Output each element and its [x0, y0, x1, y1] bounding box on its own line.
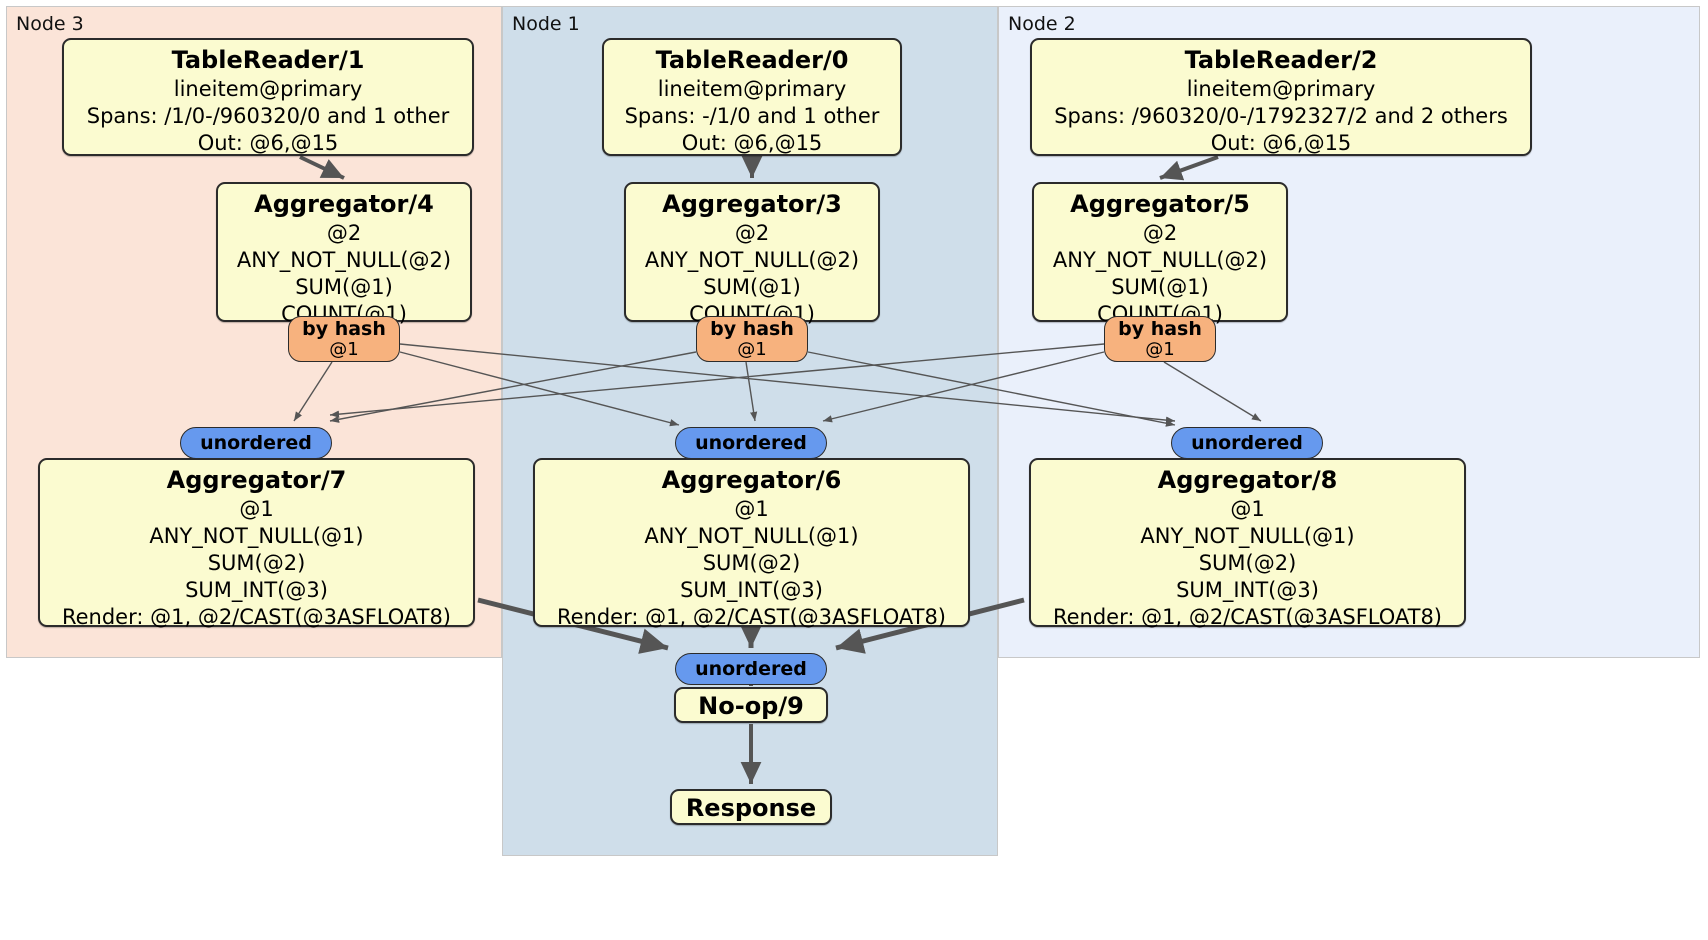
- processor-detail-line: SUM(@2): [702, 551, 801, 575]
- processor-detail-line: ANY_NOT_NULL(@1): [1140, 524, 1355, 548]
- processor-detail-line: ANY_NOT_NULL(@2): [644, 248, 860, 272]
- processor-detail-line: ANY_NOT_NULL(@2): [1052, 248, 1268, 272]
- processor-detail-line: lineitem@primary: [173, 77, 363, 101]
- node-label-node-3: Node 3: [16, 13, 84, 35]
- processor-detail-line: SUM(@1): [1111, 275, 1209, 299]
- badge-unord-right[interactable]: unordered: [1171, 427, 1323, 459]
- badge-sublabel: @1: [329, 339, 359, 360]
- badge-label: unordered: [1191, 432, 1303, 454]
- processor-box-response[interactable]: Response: [670, 789, 832, 825]
- processor-title: Aggregator/5: [1070, 190, 1250, 218]
- processor-detail-line: SUM_INT(@3): [680, 578, 823, 602]
- processor-detail-line: Render: @1, @2/CAST(@3ASFLOAT8): [61, 605, 452, 629]
- badge-label: by hash: [710, 318, 794, 340]
- processor-detail-line: Spans: -/1/0 and 1 other: [624, 104, 880, 128]
- processor-detail-line: Out: @6,@15: [197, 131, 339, 155]
- processor-detail-line: @2: [1142, 221, 1178, 245]
- processor-title: TableReader/0: [655, 46, 849, 74]
- processor-title: Response: [685, 794, 817, 822]
- processor-detail-line: SUM_INT(@3): [185, 578, 328, 602]
- processor-detail-line: SUM(@2): [207, 551, 306, 575]
- processor-detail-line: lineitem@primary: [1186, 77, 1376, 101]
- badge-label: by hash: [1118, 318, 1202, 340]
- processor-title: Aggregator/8: [1157, 466, 1338, 494]
- processor-detail-line: lineitem@primary: [657, 77, 847, 101]
- processor-title: Aggregator/6: [661, 466, 842, 494]
- badge-label: unordered: [200, 432, 312, 454]
- processor-detail-line: Out: @6,@15: [1210, 131, 1352, 155]
- node-label-node-1: Node 1: [512, 13, 580, 35]
- processor-title: Aggregator/4: [254, 190, 434, 218]
- processor-title: TableReader/2: [1184, 46, 1378, 74]
- badge-label: unordered: [695, 432, 807, 454]
- processor-detail-line: ANY_NOT_NULL(@1): [149, 524, 364, 548]
- processor-title: Aggregator/3: [662, 190, 842, 218]
- processor-detail-line: SUM_INT(@3): [1176, 578, 1319, 602]
- processor-detail-line: @1: [734, 497, 769, 521]
- badge-label: unordered: [695, 658, 807, 680]
- processor-detail-line: Out: @6,@15: [681, 131, 823, 155]
- badge-hash-left[interactable]: by hash@1: [288, 316, 400, 362]
- processor-detail-line: SUM(@1): [295, 275, 393, 299]
- processor-detail-line: @1: [1230, 497, 1265, 521]
- processor-detail-line: @2: [326, 221, 362, 245]
- processor-detail-line: Render: @1, @2/CAST(@3ASFLOAT8): [1052, 605, 1443, 629]
- processor-title: TableReader/1: [171, 46, 365, 74]
- badge-sublabel: @1: [737, 339, 767, 360]
- processor-detail-line: @2: [734, 221, 770, 245]
- processor-detail-line: Spans: /1/0-/960320/0 and 1 other: [86, 104, 450, 128]
- badge-sublabel: @1: [1145, 339, 1175, 360]
- node-label-node-2: Node 2: [1008, 13, 1076, 35]
- processor-detail-line: SUM(@2): [1198, 551, 1297, 575]
- processor-title: Aggregator/7: [166, 466, 347, 494]
- processor-detail-line: ANY_NOT_NULL(@2): [236, 248, 452, 272]
- badge-unord-mid[interactable]: unordered: [675, 427, 827, 459]
- processor-detail-line: Spans: /960320/0-/1792327/2 and 2 others: [1054, 104, 1508, 128]
- badge-unord-final[interactable]: unordered: [675, 653, 827, 685]
- processor-detail-line: SUM(@1): [703, 275, 801, 299]
- processor-box-noop9[interactable]: No-op/9: [674, 687, 828, 723]
- processor-detail-line: @1: [239, 497, 274, 521]
- badge-hash-right[interactable]: by hash@1: [1104, 316, 1216, 362]
- processor-detail-line: ANY_NOT_NULL(@1): [644, 524, 859, 548]
- processor-title: No-op/9: [698, 692, 804, 720]
- processor-detail-line: Render: @1, @2/CAST(@3ASFLOAT8): [556, 605, 947, 629]
- badge-unord-left[interactable]: unordered: [180, 427, 332, 459]
- badge-hash-mid[interactable]: by hash@1: [696, 316, 808, 362]
- badge-label: by hash: [302, 318, 386, 340]
